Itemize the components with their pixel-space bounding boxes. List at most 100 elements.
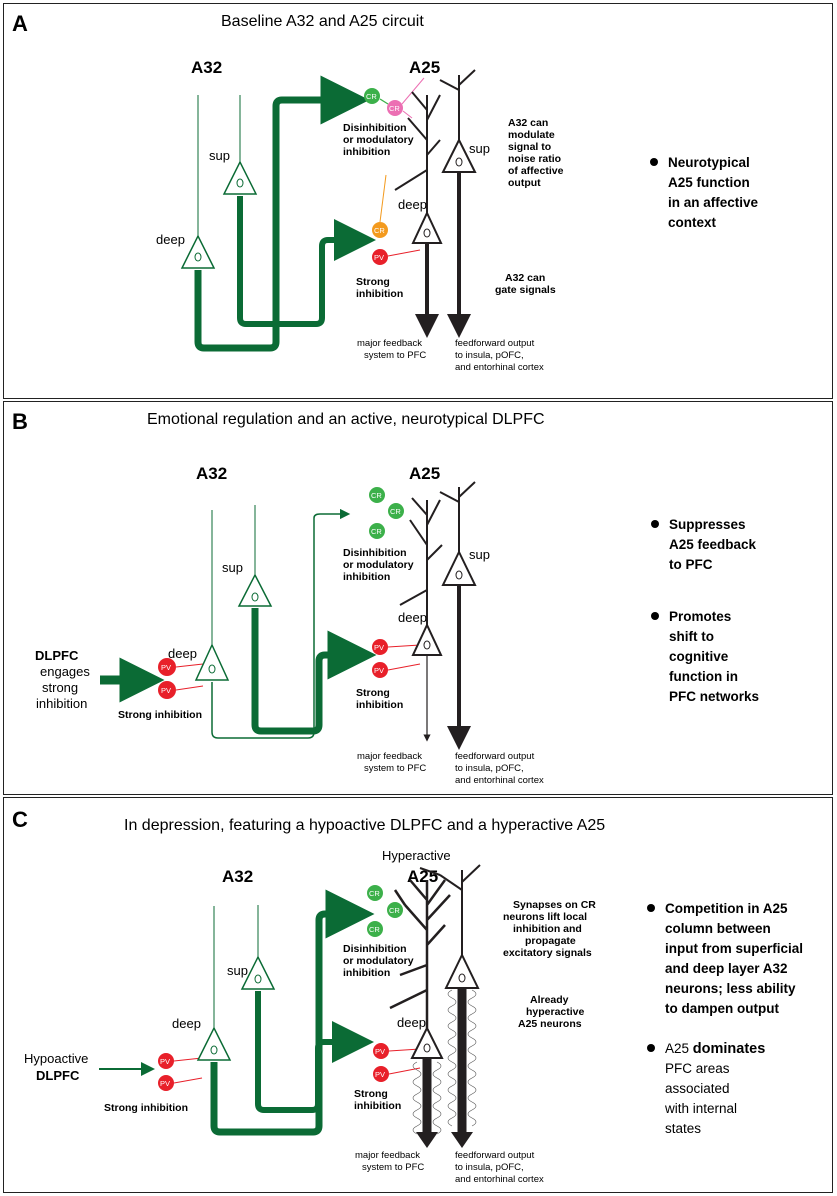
pv-axon — [387, 249, 421, 257]
a25-deep-neuron — [411, 622, 443, 656]
cr-interneuron — [387, 902, 403, 918]
activity-coil — [447, 989, 457, 1127]
sup-label: sup — [209, 148, 230, 163]
a25-sup-dendrites — [419, 864, 481, 955]
pv-label: PV — [374, 253, 384, 262]
cr-interneuron-orange — [372, 222, 388, 238]
cr-label: CR — [389, 906, 400, 915]
dlpfc-sub-label: engages strong inhibition — [36, 664, 94, 711]
soma-nucleus — [455, 157, 463, 167]
a25-deep-dendrites — [389, 879, 451, 1028]
sup-label: sup — [222, 560, 243, 575]
strong-inhibition-label: Strong inhibition — [356, 276, 403, 300]
cr-interneuron — [367, 885, 383, 901]
panel-a-graphics: A Baseline A32 and A25 circuit A32 A25 d… — [12, 11, 759, 373]
feedback-label: major feedback system to PFC — [355, 1150, 424, 1173]
pv-label: PV — [375, 1070, 385, 1079]
pv-interneuron — [373, 1066, 389, 1082]
a25-deep-neuron — [410, 1025, 444, 1059]
strong-inhibition-label: Strong inhibition — [356, 687, 403, 711]
bullet-text: A25 dominates — [665, 1041, 765, 1057]
a32-deep-neuron — [180, 234, 216, 269]
cr-label: CR — [369, 925, 380, 934]
deep-label: deep — [156, 232, 185, 247]
cr-label: CR — [374, 226, 385, 235]
pv-interneuron — [158, 681, 176, 699]
a32-sup-neuron — [222, 160, 258, 195]
dlpfc-label: DLPFC — [36, 1068, 80, 1083]
bullet-dot — [647, 1044, 655, 1052]
disinhibition-label: Disinhibition or modulatory inhibition — [343, 943, 417, 979]
a32-sup-projection — [255, 991, 374, 1113]
a25-sup-label: sup — [469, 141, 490, 156]
pv-axon — [173, 1077, 203, 1084]
activity-coil — [432, 1061, 442, 1135]
pv-interneuron — [158, 658, 176, 676]
soma-nucleus — [210, 1045, 218, 1055]
pv-interneuron — [373, 1043, 389, 1059]
soma-nucleus — [194, 252, 202, 262]
hyperactive-label: Hyperactive — [382, 848, 451, 863]
cr-label: CR — [389, 104, 400, 113]
bullet-text: Suppresses A25 feedback to PFC — [669, 517, 760, 572]
a32-sup-projection — [251, 608, 377, 735]
a32-sup-projection — [237, 196, 376, 327]
feedforward-label: feedforward output to insula, pOFC, and … — [455, 338, 544, 373]
already-hyperactive-label: Already hyperactive A25 neurons — [518, 994, 587, 1030]
pv-axon — [173, 1057, 203, 1062]
soma-nucleus — [458, 973, 466, 983]
deep-label: deep — [172, 1016, 201, 1031]
cr-label: CR — [369, 889, 380, 898]
pv-label: PV — [374, 666, 384, 675]
cr-interneuron-pink — [387, 100, 403, 116]
panel-b — [3, 401, 833, 795]
pv-axon — [388, 1048, 421, 1052]
dlpfc-pre-label: Hypoactive — [24, 1051, 88, 1066]
disinhibition-label: Disinhibition or modulatory inhibition — [343, 547, 417, 583]
panel-c-graphics: C In depression, featuring a hypoactive … — [12, 807, 807, 1185]
pv-interneuron — [158, 1075, 174, 1091]
pv-label: PV — [374, 643, 384, 652]
panel-title: Emotional regulation and an active, neur… — [147, 411, 545, 428]
a32-sup-neuron — [237, 573, 273, 607]
a25-deep-dendrites — [394, 91, 441, 213]
a32-sup-neuron — [240, 955, 276, 990]
cr-label: CR — [371, 527, 382, 536]
a32-deep-neuron — [196, 1026, 232, 1061]
a25-sup-dendrites — [439, 481, 476, 552]
a25-sup-label: sup — [469, 547, 490, 562]
gate-label: A32 can gate signals — [495, 272, 556, 296]
a25-label: A25 — [409, 464, 440, 483]
modulate-label: A32 can modulate signal to noise ratio o… — [508, 117, 566, 189]
a25-deep-label: deep — [398, 197, 427, 212]
a32-label: A32 — [222, 867, 253, 886]
panel-letter: A — [12, 11, 28, 36]
bullet-dot — [651, 612, 659, 620]
pv-interneuron — [158, 1053, 174, 1069]
dlpfc-label: DLPFC — [35, 648, 79, 663]
bullet-dot — [647, 904, 655, 912]
a25-deep-label: deep — [398, 610, 427, 625]
a25-deep-dendrites — [399, 497, 443, 625]
cr-interneuron — [367, 921, 383, 937]
soma-nucleus — [251, 592, 259, 602]
panel-letter: B — [12, 409, 28, 434]
pink-axon — [401, 77, 425, 105]
soma-nucleus — [423, 640, 431, 650]
pv-label: PV — [160, 1057, 170, 1066]
strong-inhibition-left: Strong inhibition — [118, 709, 202, 721]
activity-coil — [412, 1061, 422, 1135]
soma-nucleus — [455, 570, 463, 580]
pv-label: PV — [375, 1047, 385, 1056]
feedback-label: major feedback system to PFC — [357, 338, 426, 361]
soma-nucleus — [423, 1043, 431, 1053]
strong-inhibition-left: Strong inhibition — [104, 1102, 188, 1114]
sup-label: sup — [227, 963, 248, 978]
panel-title: Baseline A32 and A25 circuit — [221, 13, 424, 30]
a25-sup-dendrites — [439, 69, 476, 140]
cr-interneuron — [369, 523, 385, 539]
bullet-dot — [651, 520, 659, 528]
bullet-text: Competition in A25 column between input … — [665, 901, 807, 1016]
a25-label: A25 — [409, 58, 440, 77]
